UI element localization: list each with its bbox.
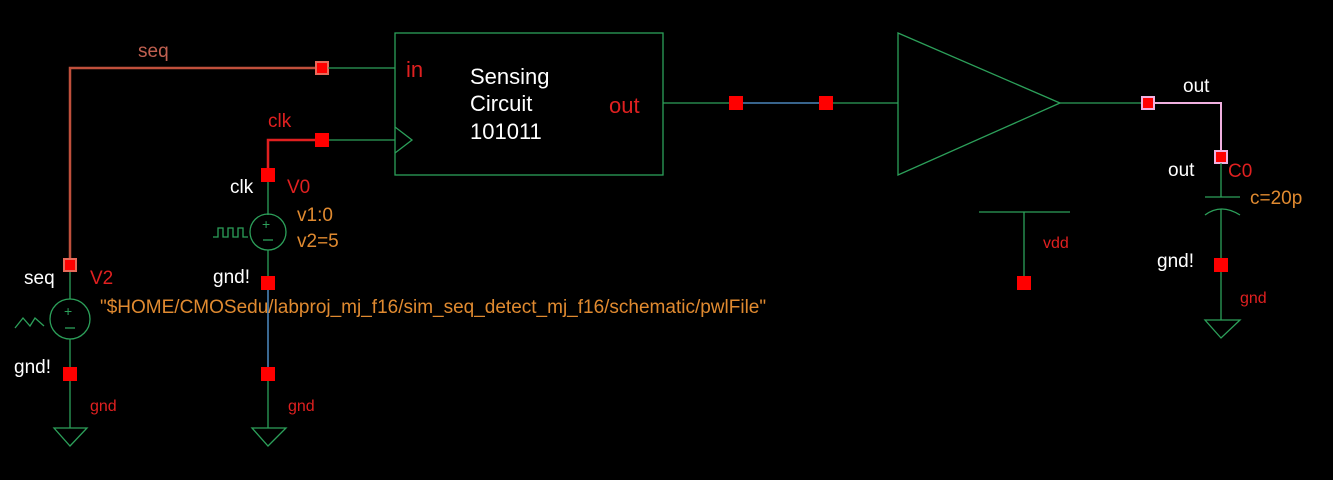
buffer-symbol[interactable] (897, 32, 1062, 177)
block-title-1: Sensing (470, 64, 550, 89)
cap-plate-bottom (1204, 208, 1241, 216)
v2-pin-plus: seq (24, 268, 55, 289)
pulse-wave-icon (213, 227, 248, 238)
pin-v2-plus[interactable] (63, 258, 77, 272)
pin-v2-minus[interactable] (63, 367, 77, 381)
c0-pin-minus: gnd! (1157, 251, 1194, 272)
ground-symbol (250, 427, 288, 447)
v2-file-param: "$HOME/CMOSedu/labproj_mj_f16/sim_seq_de… (100, 297, 766, 318)
ground-symbol (52, 427, 89, 447)
v0-name: V0 (287, 177, 310, 198)
pwl-wave-icon (14, 316, 45, 329)
wire-out[interactable] (1148, 102, 1222, 157)
v2-ground-label: gnd (90, 398, 117, 415)
pin-v0-gnd[interactable] (261, 367, 275, 381)
net-label-out: out (1183, 76, 1210, 97)
c0-ground-label: gnd (1240, 290, 1267, 307)
block-pin-in: in (406, 57, 423, 82)
v0-pin-plus: clk (230, 177, 254, 198)
pin-v0-minus[interactable] (261, 276, 275, 290)
wire-clk[interactable] (266, 138, 322, 175)
pin-vdd[interactable] (1017, 276, 1031, 290)
pin-out-a[interactable] (1141, 96, 1155, 110)
sensing-circuit-block[interactable] (394, 32, 664, 176)
pin-v0-plus[interactable] (261, 168, 275, 182)
plus-icon: + (262, 216, 270, 232)
pin-clk-wire-end[interactable] (315, 133, 329, 147)
block-title-3: 101011 (470, 119, 542, 144)
v0-param-v1: v1:0 (297, 205, 333, 226)
v0-ground-label: gnd (288, 398, 315, 415)
v2-pin-minus: gnd! (14, 357, 51, 378)
net-label-clk: clk (268, 111, 292, 132)
c0-pin-plus: out (1168, 160, 1195, 181)
clock-pin-triangle (394, 126, 414, 154)
v2-name: V2 (90, 268, 113, 289)
pin-out-b[interactable] (1214, 150, 1228, 164)
pin-probe-b[interactable] (819, 96, 833, 110)
pin-cap-gnd[interactable] (1214, 258, 1228, 272)
block-title-2: Circuit (470, 91, 532, 116)
pin-probe-a[interactable] (729, 96, 743, 110)
c0-param: c=20p (1250, 188, 1302, 209)
pin-seq-wire-end[interactable] (315, 61, 329, 75)
block-pin-out: out (609, 93, 640, 118)
plus-icon: + (64, 303, 72, 319)
c0-name: C0 (1228, 161, 1252, 182)
ground-symbol (1203, 319, 1242, 339)
wire-seq[interactable] (68, 66, 322, 268)
v0-param-v2: v2=5 (297, 231, 339, 252)
v0-pin-minus: gnd! (213, 267, 250, 288)
net-label-seq: seq (138, 41, 169, 62)
vdd-label: vdd (1043, 235, 1069, 252)
